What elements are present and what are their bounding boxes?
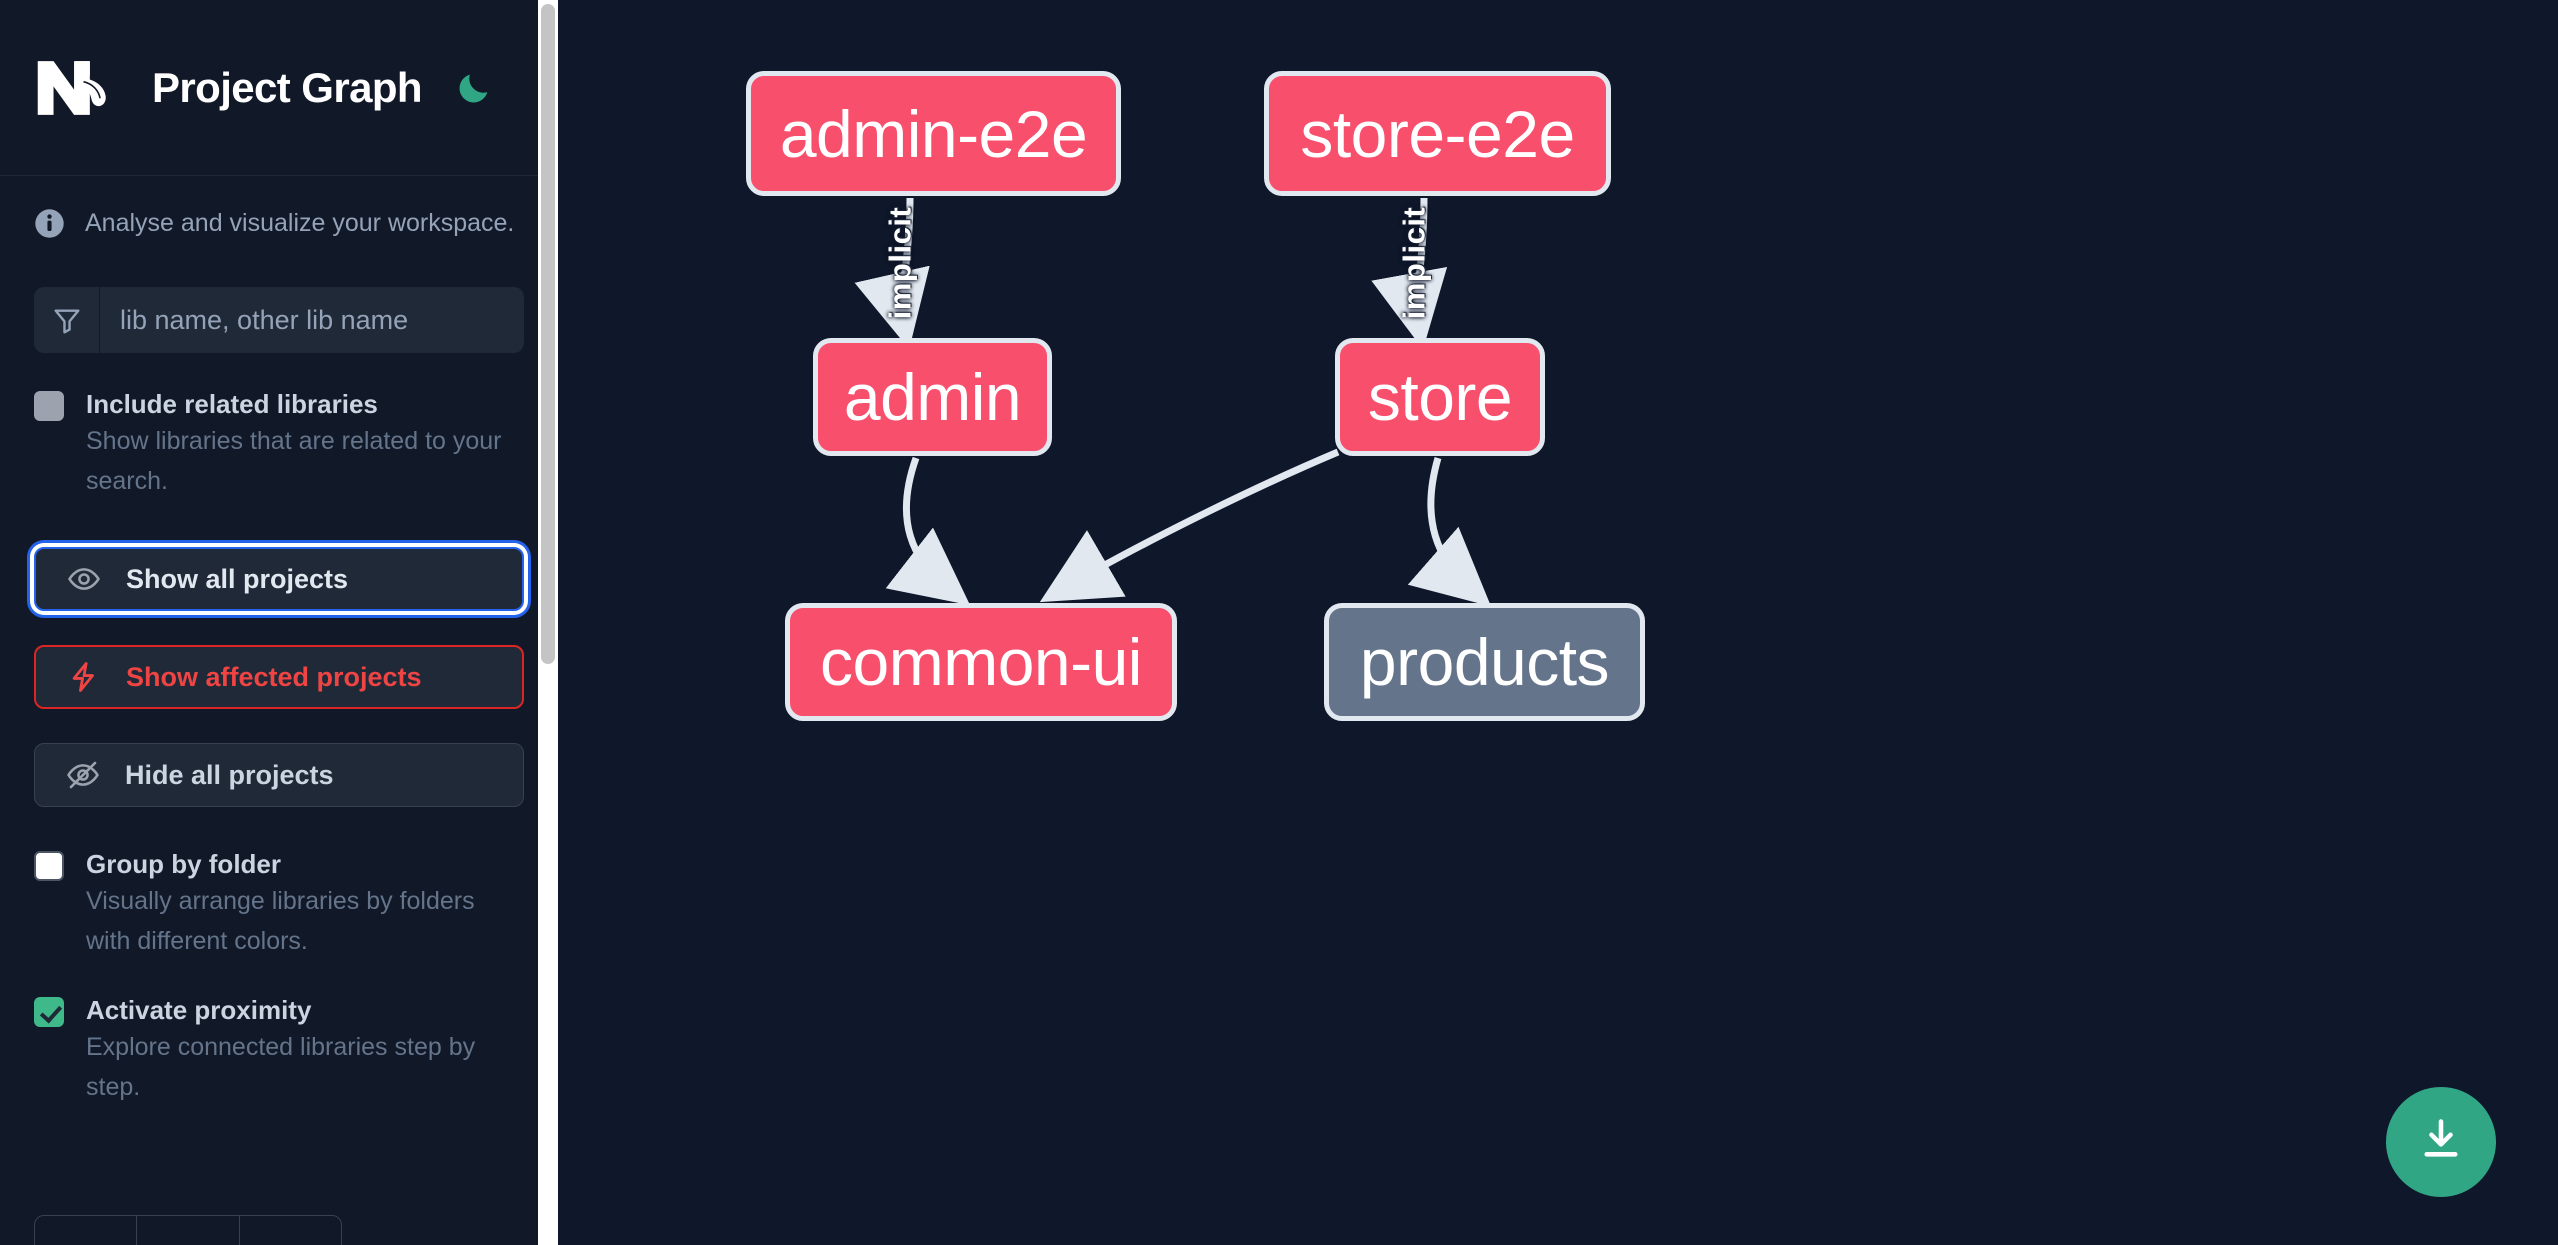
page-title: Project Graph <box>152 63 423 111</box>
edge-store-common-ui <box>1039 448 1340 603</box>
checkbox-activate-proximity[interactable] <box>34 997 64 1027</box>
workspace-note-text: Analyse and visualize your workspace. <box>85 209 515 237</box>
option-description: Explore connected libraries step by step… <box>86 1033 476 1101</box>
option-title: Include related libraries <box>86 389 378 419</box>
graph-edges <box>854 197 1492 607</box>
graph-node-label: admin <box>843 360 1022 434</box>
proximity-stepper-segment[interactable] <box>137 1216 240 1245</box>
sidebar: Project Graph Analyse and visualize your… <box>0 0 558 1245</box>
graph-node-common-ui[interactable]: common-ui <box>785 603 1177 721</box>
graph-node-label: products <box>1359 625 1610 699</box>
eye-off-icon <box>61 758 105 792</box>
workspace-note: Analyse and visualize your workspace. <box>0 176 558 239</box>
graph-node-label: common-ui <box>820 625 1142 699</box>
checkbox-include-related-libraries[interactable] <box>34 391 64 421</box>
show-all-projects-button[interactable]: Show all projects <box>34 547 524 611</box>
graph-node-label: admin-e2e <box>779 96 1088 171</box>
checkbox-group-by-folder[interactable] <box>34 851 64 881</box>
sidebar-header: Project Graph <box>0 0 558 176</box>
option-description: Show libraries that are related to your … <box>86 427 502 495</box>
graph-node-store-e2e[interactable]: store-e2e <box>1264 71 1611 196</box>
search-input[interactable] <box>100 287 524 353</box>
graph-node-label: store-e2e <box>1300 96 1575 171</box>
graph-node-admin[interactable]: admin <box>813 338 1052 456</box>
proximity-stepper[interactable] <box>34 1215 342 1245</box>
option-title: Group by folder <box>86 849 281 879</box>
lightning-icon <box>62 660 106 694</box>
option-title: Activate proximity <box>86 995 312 1025</box>
nx-logo-icon <box>34 58 122 118</box>
edge-store-products <box>1407 457 1492 607</box>
sidebar-scrollbar-thumb[interactable] <box>541 4 555 664</box>
sidebar-scrollbar[interactable] <box>538 0 558 1245</box>
proximity-stepper-segment[interactable] <box>35 1216 138 1245</box>
filter-icon <box>34 287 100 353</box>
search-bar[interactable] <box>34 287 524 353</box>
edge-label-implicit: implicit <box>882 206 918 320</box>
download-button[interactable] <box>2386 1087 2496 1197</box>
graph-node-admin-e2e[interactable]: admin-e2e <box>746 71 1121 196</box>
graph-node-store[interactable]: store <box>1335 338 1545 456</box>
edge-store-e2e-store <box>1371 197 1448 350</box>
hide-all-projects-label: Hide all projects <box>125 759 334 790</box>
proximity-stepper-segment[interactable] <box>240 1216 341 1245</box>
option-activate-proximity[interactable]: Activate proximity Explore connected lib… <box>0 993 558 1107</box>
eye-icon <box>62 562 106 596</box>
edge-label-implicit: implicit <box>1396 206 1432 320</box>
edge-admin-e2e-admin <box>854 197 930 350</box>
graph-canvas[interactable]: implicit implicit admin-e2e store-e2e ad… <box>558 0 2558 1245</box>
option-description: Visually arrange libraries by folders wi… <box>86 887 475 955</box>
show-affected-projects-label: Show affected projects <box>126 661 422 692</box>
option-group-by-folder[interactable]: Group by folder Visually arrange librari… <box>0 847 558 961</box>
hide-all-projects-button[interactable]: Hide all projects <box>34 743 524 807</box>
info-icon <box>34 208 65 239</box>
graph-node-label: store <box>1367 360 1513 434</box>
moon-icon[interactable] <box>452 66 496 110</box>
graph-node-products[interactable]: products <box>1324 603 1645 721</box>
download-icon <box>2415 1114 2467 1171</box>
edge-admin-common-ui <box>885 456 971 606</box>
show-all-projects-label: Show all projects <box>126 563 349 594</box>
option-include-related-libraries[interactable]: Include related libraries Show libraries… <box>0 387 558 501</box>
show-affected-projects-button[interactable]: Show affected projects <box>34 645 524 709</box>
